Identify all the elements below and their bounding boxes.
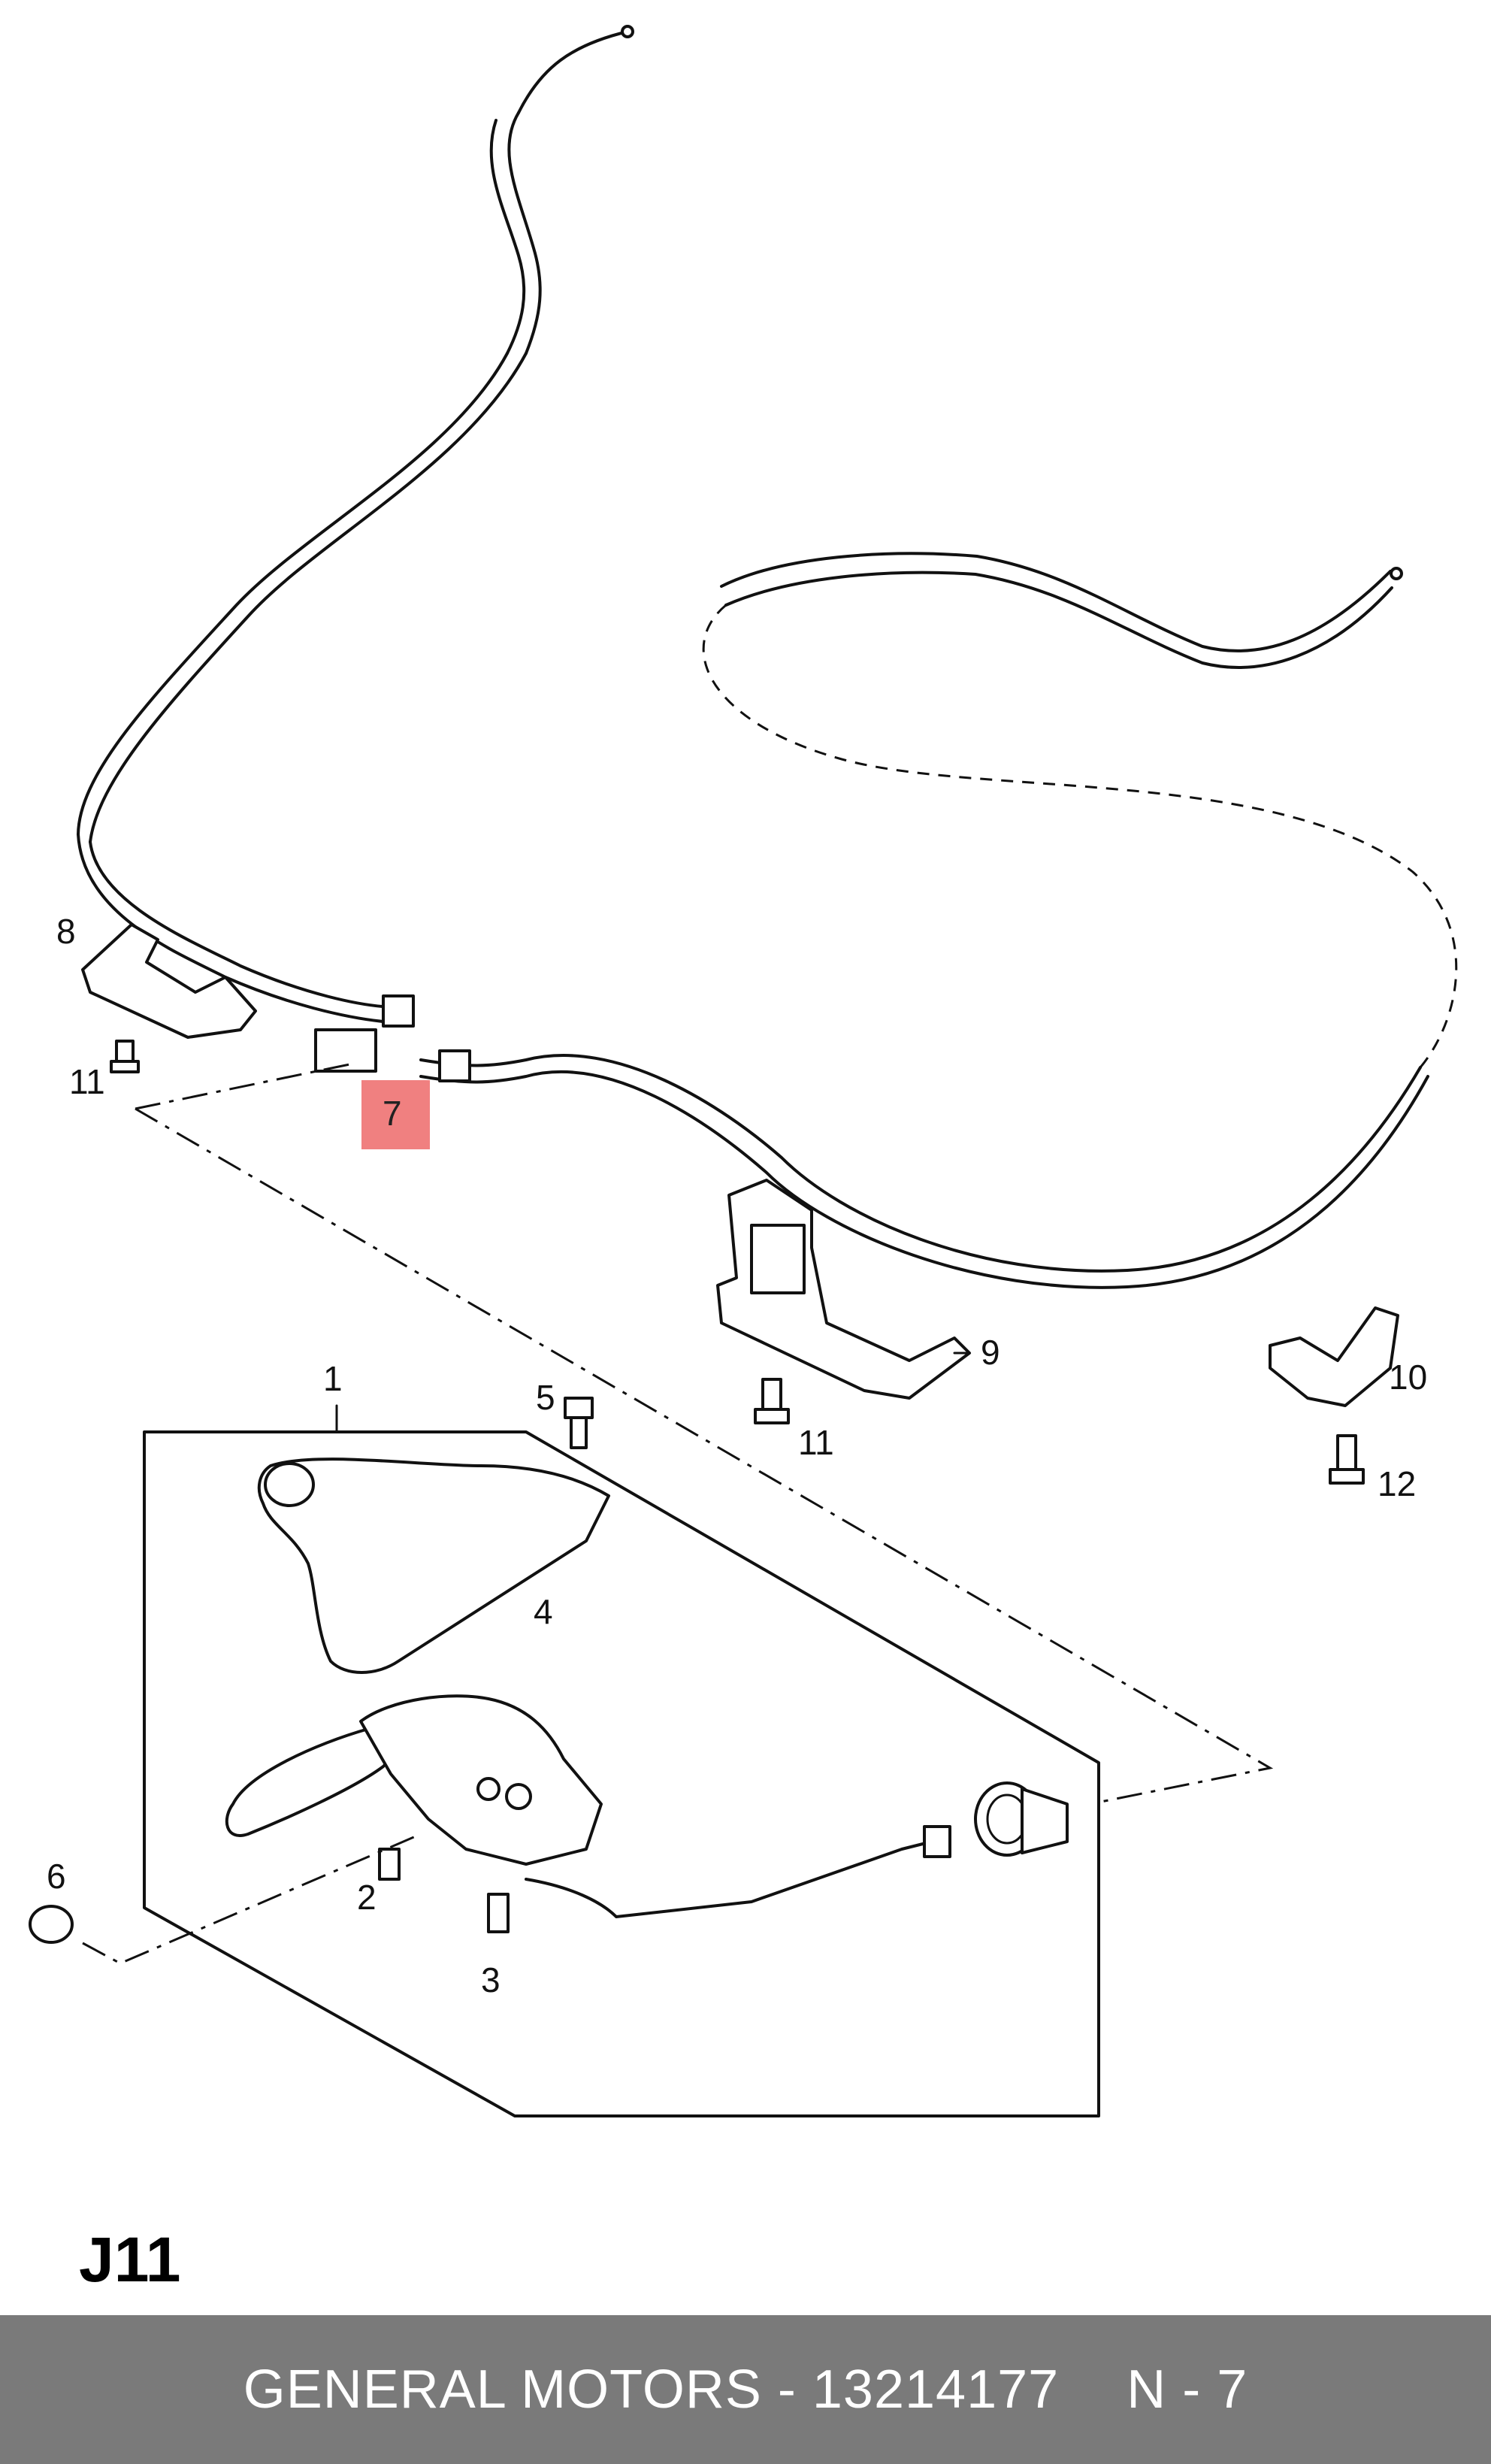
- bolt-5: [564, 1397, 594, 1449]
- callout-3: 3: [481, 1960, 501, 1999]
- cap-6: [29, 1833, 422, 1965]
- lever-assembly-frame: [143, 1430, 1100, 2117]
- bolt-11-left: [110, 1040, 140, 1073]
- callout-7: 7: [383, 1094, 402, 1133]
- callout-9: 9: [981, 1333, 1000, 1372]
- parking-brake-lever: [225, 1694, 603, 1866]
- front-brake-cable: [314, 1028, 1429, 1289]
- footer-separator: -: [777, 2360, 797, 2420]
- lever-boot-4: [257, 1458, 610, 1674]
- footer-bar: GENERAL MOTORS - 13214177 N - 7: [0, 2315, 1491, 2464]
- callout-12: 12: [1378, 1464, 1416, 1503]
- footer-brand: GENERAL MOTORS: [243, 2360, 762, 2420]
- bracket-8: [81, 923, 257, 1039]
- left-rear-brake-cable: [77, 25, 634, 1028]
- callout-5: 5: [536, 1378, 555, 1417]
- right-rear-brake-cable: [702, 552, 1458, 1068]
- footer-label: GENERAL MOTORS - 13214177 N - 7: [243, 2359, 1248, 2420]
- sheet-code: J11: [79, 2224, 181, 2295]
- highlight-box-7: [361, 1080, 430, 1149]
- footer-reference: N - 7: [1127, 2360, 1248, 2420]
- bolt-12: [1329, 1434, 1365, 1485]
- bolt-11-center: [754, 1378, 790, 1424]
- clip-10: [1269, 1306, 1399, 1407]
- callout-11-left: 11: [69, 1062, 105, 1101]
- callout-10: 10: [1389, 1358, 1427, 1397]
- callout-2: 2: [357, 1878, 377, 1917]
- equalizer-cable-3: [487, 1825, 951, 1933]
- callout-6: 6: [47, 1857, 66, 1896]
- bracket-9: [716, 1179, 971, 1400]
- callout-8: 8: [56, 912, 76, 951]
- reference-line: [135, 1062, 1274, 1803]
- callout-11-center: 11: [798, 1423, 834, 1462]
- grommet: [974, 1781, 1069, 1857]
- callout-4: 4: [534, 1592, 553, 1631]
- footer-part-number: 13214177: [812, 2360, 1060, 2420]
- parts-diagram: 1 2 3 4 5 6 7 8 9 10 11 11 12: [29, 25, 1458, 2117]
- callout-1: 1: [323, 1359, 343, 1398]
- bolt-2: [378, 1848, 401, 1881]
